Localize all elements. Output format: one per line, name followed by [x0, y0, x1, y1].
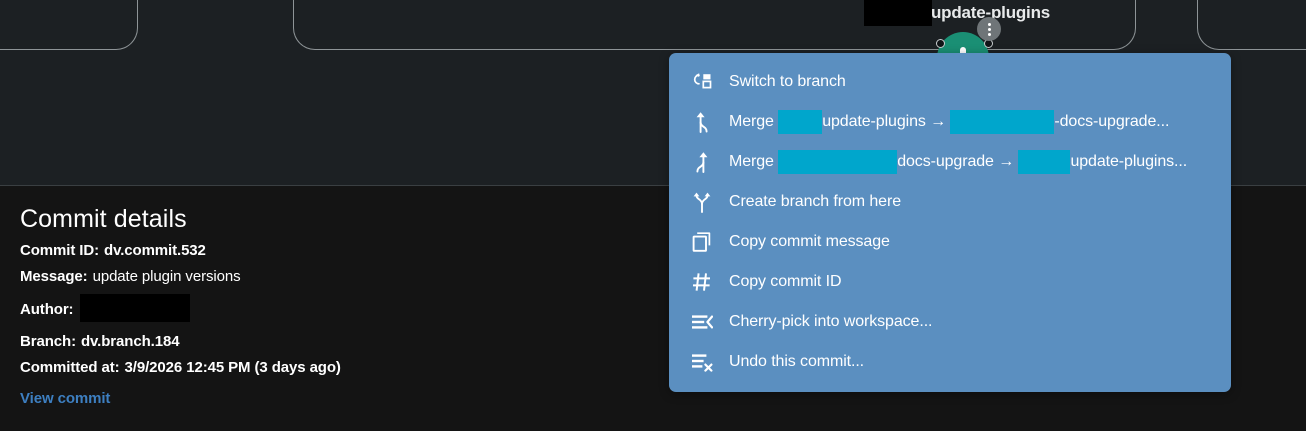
cherry-pick-icon: [691, 311, 713, 333]
label-text-segment: Merge: [729, 113, 779, 130]
menu-label-copy-commit-id: Copy commit ID: [729, 273, 842, 290]
menu-label-merge-into-docs-upgrade: Merge update-plugins → -docs-upgrade...: [729, 110, 1169, 134]
detail-row-committed-at: Committed at: 3/9/2026 12:45 PM (3 days …: [20, 360, 1306, 375]
menu-item-merge-into-docs-upgrade[interactable]: Merge update-plugins → -docs-upgrade...: [669, 102, 1231, 142]
detail-label-committed-at: Committed at:: [20, 359, 120, 376]
menu-label-merge-into-update-plugins: Merge docs-upgrade → update-plugins...: [729, 150, 1187, 174]
menu-item-cherry-pick-into-workspace[interactable]: Cherry-pick into workspace...: [669, 302, 1231, 342]
branch-label: update-plugins: [864, 0, 1050, 26]
hash-icon: [691, 271, 713, 293]
merge-left-icon: [691, 151, 713, 173]
undo-commit-icon: [691, 351, 713, 373]
label-text-segment: update-plugins...: [1070, 153, 1188, 170]
menu-label-switch-to-branch: Switch to branch: [729, 73, 846, 90]
view-commit-link[interactable]: View commit: [20, 390, 111, 407]
branch-fork-icon: [691, 191, 713, 213]
switch-branch-icon: [691, 71, 713, 93]
branch-label-text: update-plugins: [931, 3, 1051, 22]
commit-parent-dot-left: [936, 39, 945, 48]
detail-value-committed-at: 3/9/2026 12:45 PM (3 days ago): [124, 359, 341, 376]
menu-item-switch-to-branch[interactable]: Switch to branch: [669, 62, 1231, 102]
label-text-segment: docs-upgrade →: [897, 153, 1019, 170]
menu-label-cherry-pick-into-workspace: Cherry-pick into workspace...: [729, 313, 933, 330]
label-text-segment: Merge: [729, 153, 779, 170]
detail-label-author: Author:: [20, 300, 74, 318]
menu-label-undo-this-commit: Undo this commit...: [729, 353, 865, 370]
menu-item-copy-commit-id[interactable]: Copy commit ID: [669, 262, 1231, 302]
branch-lane-3: [1197, 0, 1306, 50]
detail-row-commit-id: Commit ID: dv.commit.532: [20, 243, 1306, 258]
copy-icon: [691, 231, 713, 253]
commit-context-menu[interactable]: Switch to branch Merge update-plugins → …: [669, 53, 1231, 392]
detail-value-message: update plugin versions: [92, 268, 241, 285]
author-redaction: [80, 294, 191, 322]
menu-item-copy-commit-message[interactable]: Copy commit message: [669, 222, 1231, 262]
menu-item-undo-this-commit[interactable]: Undo this commit...: [669, 342, 1231, 382]
menu-label-copy-commit-message: Copy commit message: [729, 233, 890, 250]
redaction-block: [950, 110, 1055, 134]
detail-label-message: Message:: [20, 268, 88, 285]
detail-label-branch: Branch:: [20, 333, 76, 350]
vertical-dots-icon[interactable]: [977, 17, 1001, 41]
menu-item-create-branch-from-here[interactable]: Create branch from here: [669, 182, 1231, 222]
redaction-block: [778, 110, 823, 134]
branch-name-redaction: [864, 0, 932, 26]
branch-lane-1: [0, 0, 138, 50]
detail-label-commit-id: Commit ID:: [20, 242, 99, 259]
redaction-block: [778, 150, 898, 174]
menu-label-create-branch-from-here: Create branch from here: [729, 193, 902, 210]
label-text-segment: -docs-upgrade...: [1054, 113, 1170, 130]
merge-right-icon: [691, 111, 713, 133]
detail-value-commit-id: dv.commit.532: [104, 242, 206, 259]
detail-row-author: Author:: [20, 294, 1306, 323]
page-title: Commit details: [20, 205, 187, 233]
vertical-dots-glyph: [987, 22, 991, 36]
redaction-block: [1018, 150, 1071, 174]
label-text-segment: update-plugins →: [822, 113, 951, 130]
menu-item-merge-into-update-plugins[interactable]: Merge docs-upgrade → update-plugins...: [669, 142, 1231, 182]
detail-value-branch: dv.branch.184: [80, 333, 180, 350]
detail-row-branch: Branch: dv.branch.184: [20, 334, 1306, 349]
detail-row-message: Message: update plugin versions: [20, 269, 1306, 284]
